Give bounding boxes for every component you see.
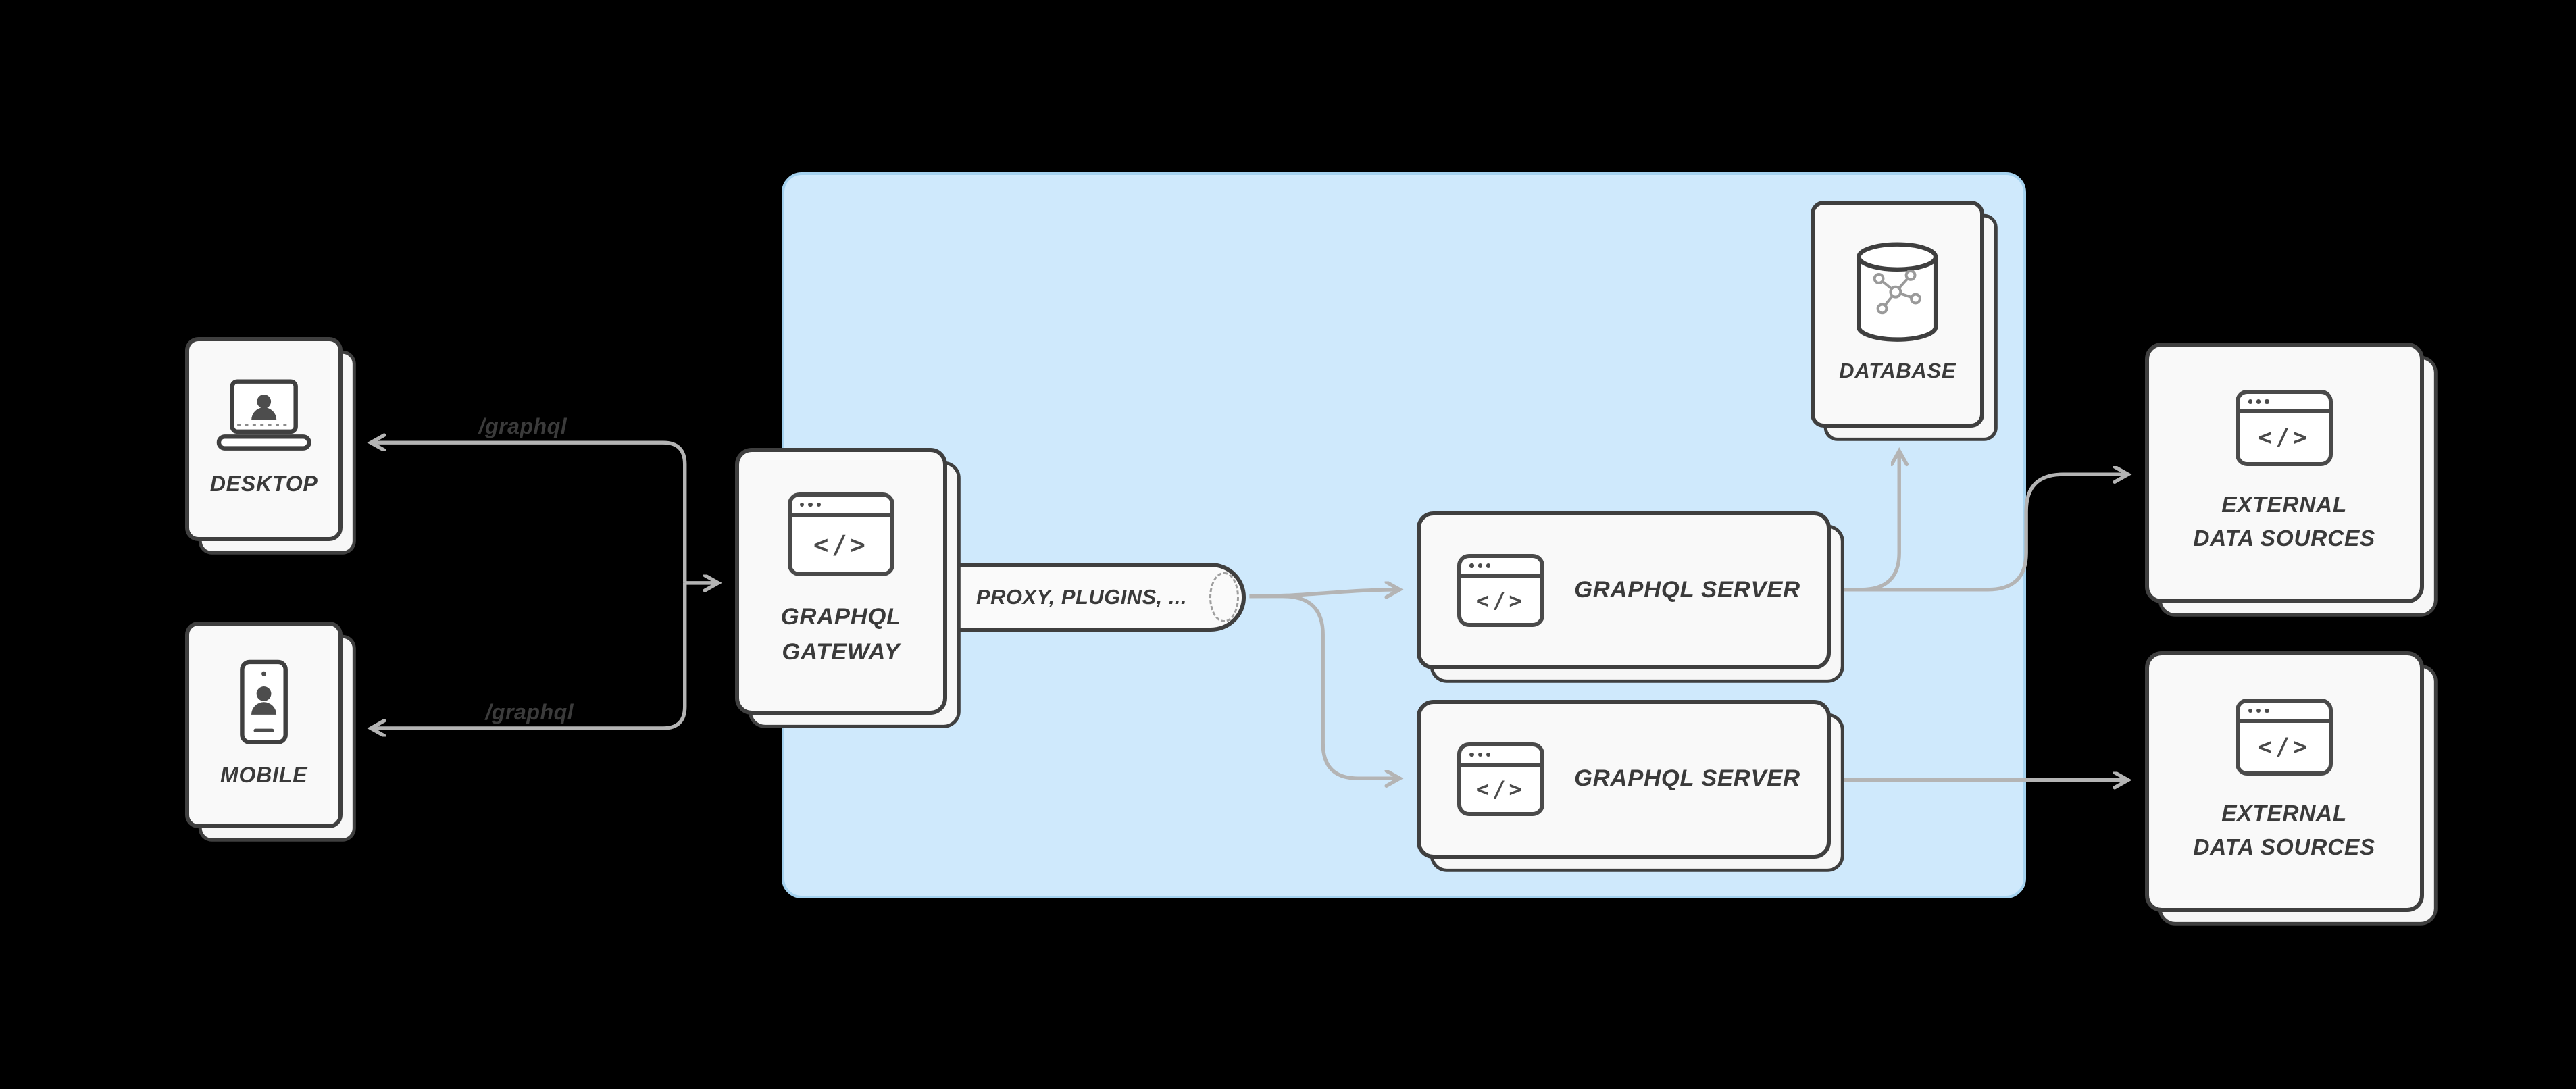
code-glyph: </> [2258, 733, 2310, 761]
graphql-server-node-1: </> GRAPHQL SERVER [1416, 511, 1831, 670]
external-data-sources-node-1: </> EXTERNAL DATA SOURCES [2144, 342, 2424, 603]
window-controls-dots [2240, 394, 2329, 414]
proxy-pill: PROXY, PLUGINS, ... [928, 563, 1246, 632]
code-glyph: </> [1475, 776, 1525, 803]
mobile-node: MOBILE [185, 621, 343, 829]
server-label: GRAPHQL SERVER [1574, 577, 1800, 603]
graphql-gateway-node: </> GRAPHQL GATEWAY [734, 447, 947, 715]
external-sources-label: EXTERNAL DATA SOURCES [2193, 801, 2375, 861]
code-glyph: </> [1475, 587, 1525, 613]
window-controls-dots [791, 497, 890, 517]
database-label: DATABASE [1839, 358, 1956, 382]
window-controls-dots [1461, 746, 1540, 767]
code-window-icon: </> [1457, 553, 1544, 628]
mobile-user-icon [240, 659, 288, 744]
route-label-mobile: /graphql [485, 699, 574, 724]
proxy-label: PROXY, PLUGINS, ... [976, 584, 1188, 609]
code-glyph: </> [813, 530, 869, 559]
window-controls-dots [1461, 558, 1540, 578]
mobile-label: MOBILE [220, 763, 308, 788]
graphql-server-node-2: </> GRAPHQL SERVER [1416, 699, 1831, 859]
gateway-label: GRAPHQL GATEWAY [780, 603, 902, 665]
code-window-icon: </> [787, 492, 894, 577]
database-node: DATABASE [1811, 200, 1985, 428]
database-graph-icon [1857, 242, 1938, 342]
external-data-sources-node-2: </> EXTERNAL DATA SOURCES [2144, 651, 2424, 912]
desktop-node: DESKTOP [185, 337, 343, 542]
desktop-label: DESKTOP [209, 471, 318, 496]
code-window-icon: </> [2236, 699, 2333, 776]
server-label: GRAPHQL SERVER [1574, 765, 1800, 792]
edge-gateway-to-desktop [371, 442, 687, 583]
laptop-user-icon [216, 379, 311, 451]
code-window-icon: </> [1457, 742, 1544, 816]
window-controls-dots [2240, 703, 2329, 723]
external-sources-label: EXTERNAL DATA SOURCES [2193, 492, 2375, 551]
code-window-icon: </> [2236, 389, 2333, 467]
code-glyph: </> [2258, 424, 2310, 452]
route-label-desktop: /graphql [478, 414, 567, 439]
